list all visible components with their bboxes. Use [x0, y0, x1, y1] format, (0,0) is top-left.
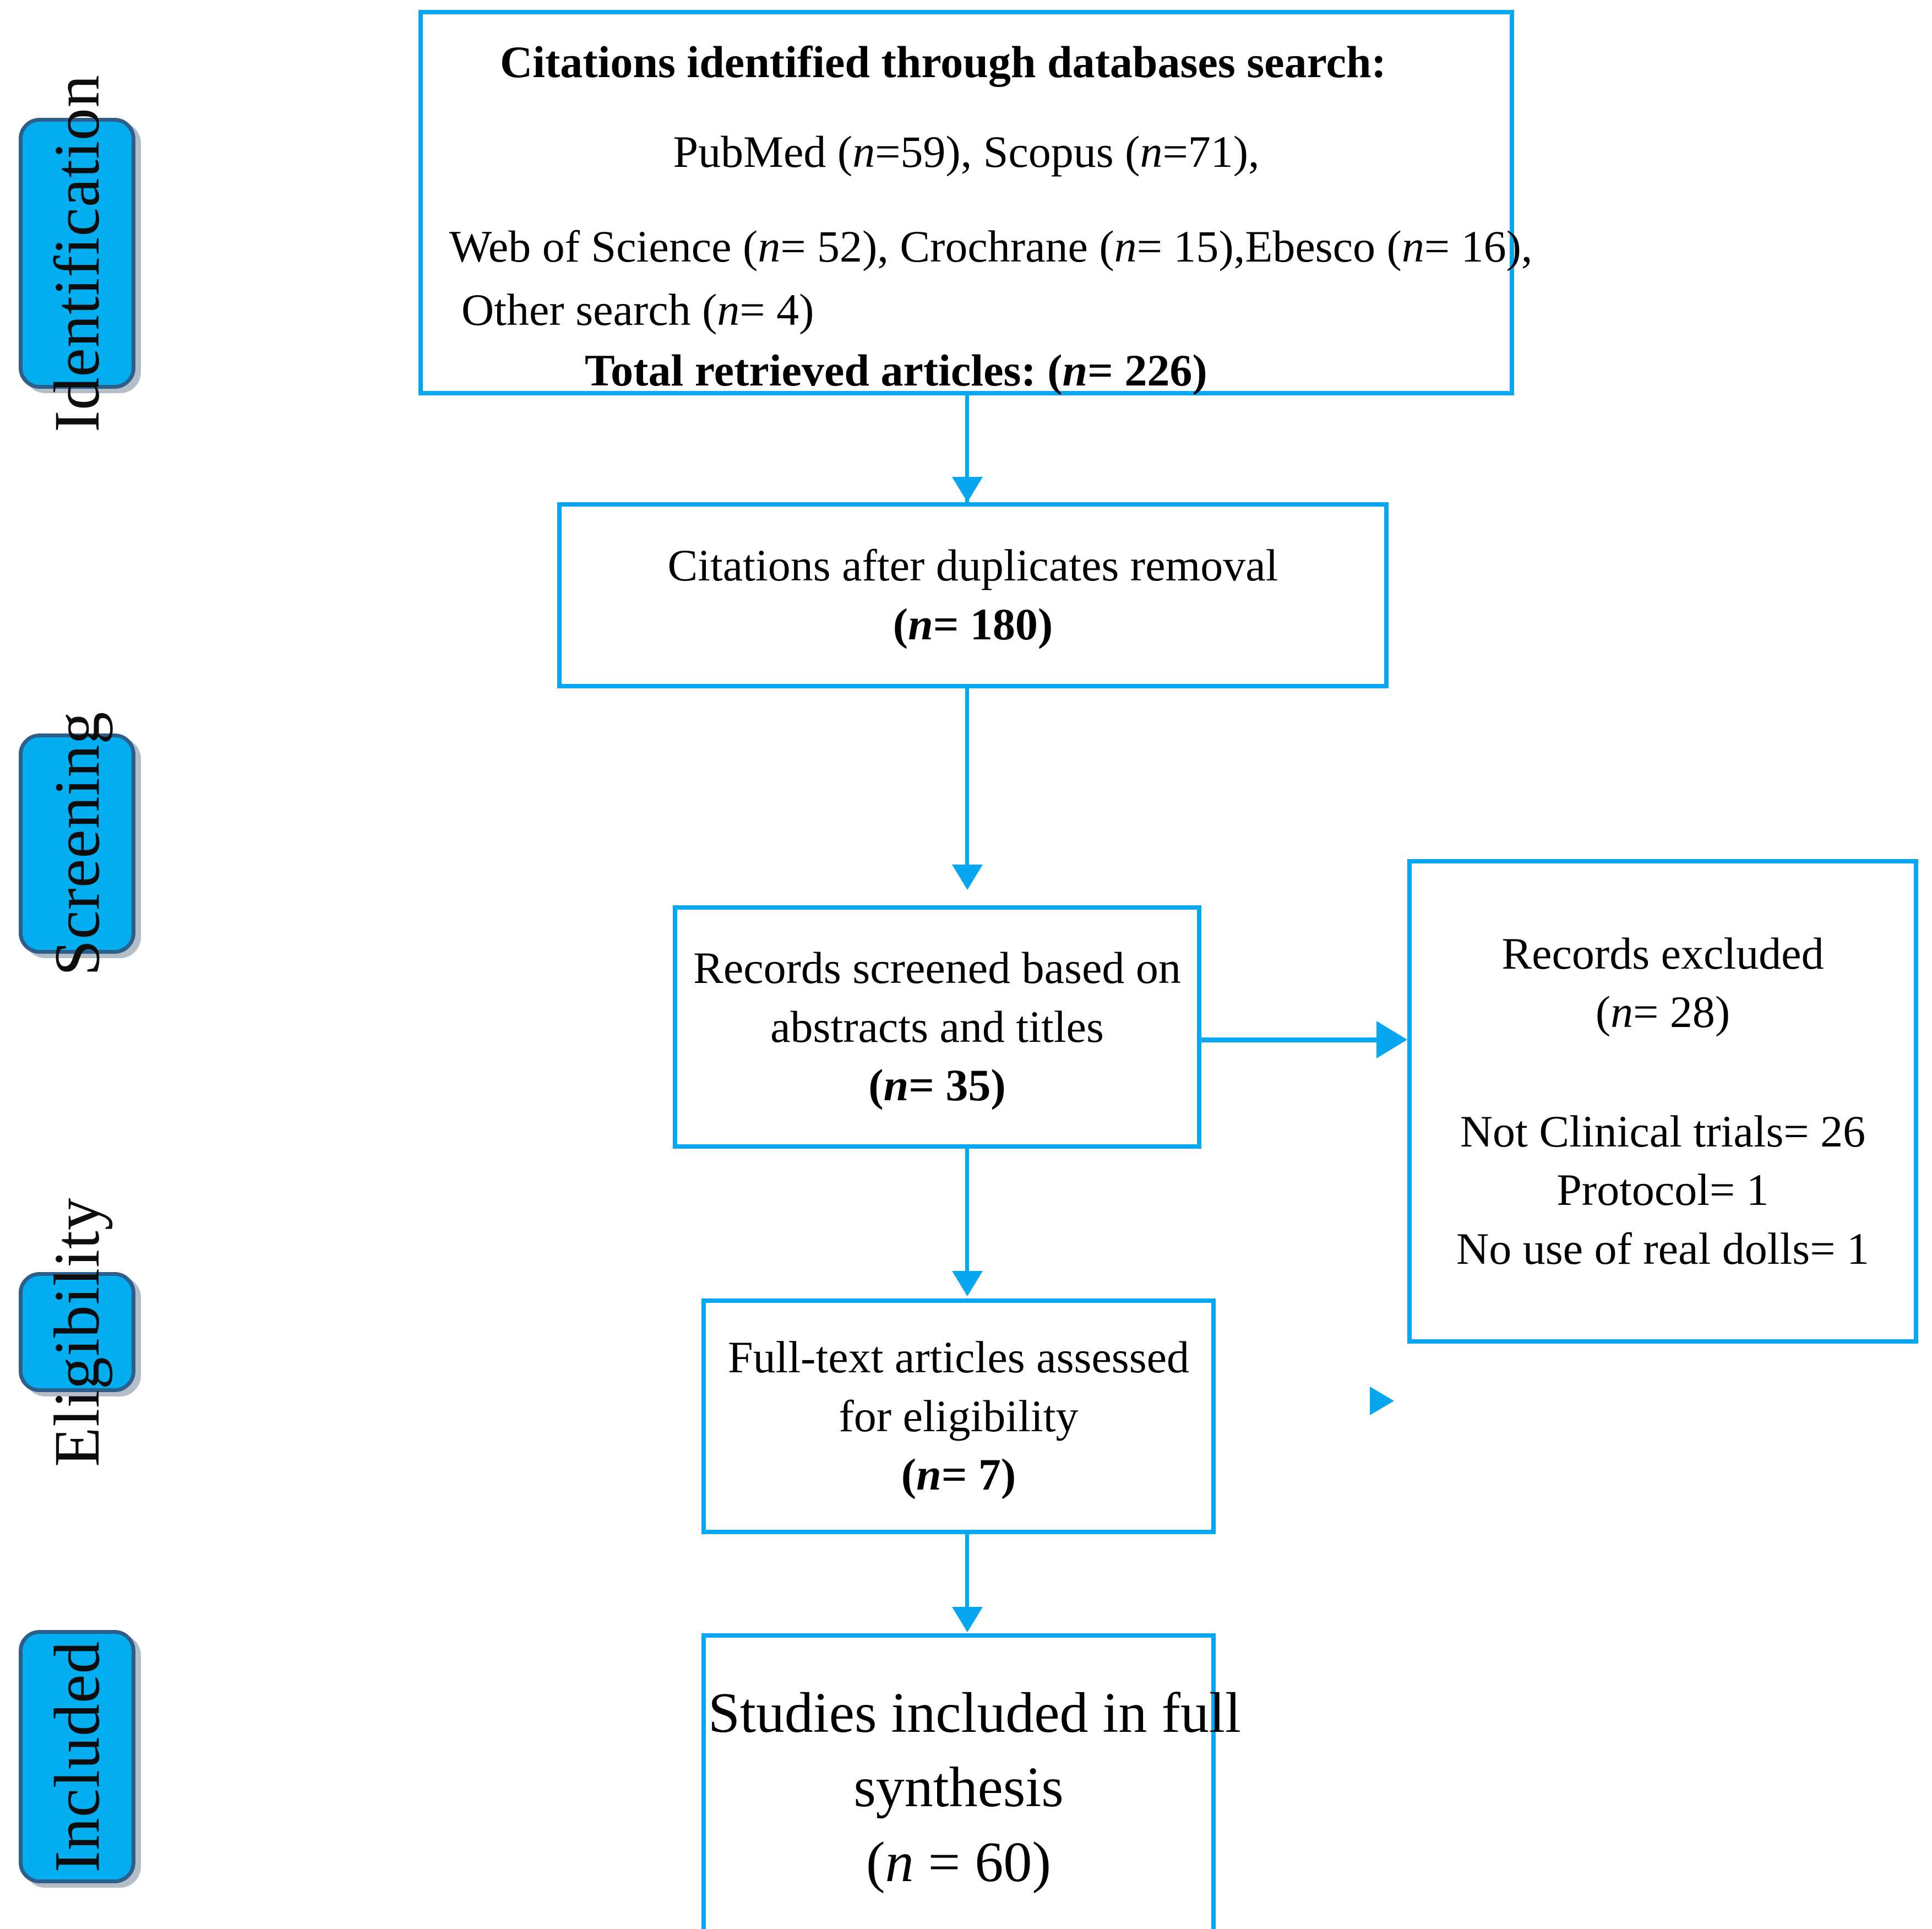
- included-line-2: synthesis: [853, 1756, 1064, 1819]
- identification-wos-cochrane-ebesco: Web of Science (n= 52), Crochrane (n= 15…: [449, 221, 1533, 272]
- phase-label-eligibility-text: Eligibility: [41, 1197, 113, 1467]
- phase-label-identification: Identification: [19, 74, 135, 432]
- identification-pubmed-scopus: PubMed (n=59), Scopus (n=71),: [673, 126, 1260, 177]
- connector-duplicates-to-screened: [965, 688, 969, 884]
- arrowhead-right-to-excluded: [1376, 1021, 1407, 1058]
- node-records-excluded: Records excluded (n= 28) Not Clinical tr…: [1407, 859, 1918, 1344]
- phase-label-included: Included: [19, 1630, 135, 1883]
- node-fulltext-assessed: Full-text articles assessed for eligibil…: [701, 1298, 1216, 1534]
- node-records-screened: Records screened based on abstracts and …: [673, 905, 1201, 1149]
- screened-count: (n= 35): [868, 1060, 1006, 1111]
- included-count: (n = 60): [866, 1830, 1051, 1894]
- phase-label-included-text: Included: [41, 1640, 113, 1873]
- phase-label-identification-text: Identification: [41, 74, 113, 432]
- excluded-line-1: Records excluded: [1501, 928, 1824, 979]
- arrowhead-down-to-duplicates: [952, 477, 983, 502]
- duplicates-line-1: Citations after duplicates removal: [667, 540, 1278, 591]
- arrowhead-down-to-included: [952, 1607, 983, 1632]
- phase-label-screening-text: Screening: [41, 711, 113, 976]
- stray-arrow-right-icon: [1370, 1387, 1394, 1415]
- connector-screened-to-fulltext: [965, 1149, 969, 1276]
- excluded-reason-not-clinical-trials: Not Clinical trials= 26: [1460, 1106, 1866, 1156]
- identification-total-retrieved: Total retrieved articles: (n= 226): [585, 345, 1207, 396]
- node-studies-included: Studies included in full synthesis (n = …: [701, 1633, 1241, 1929]
- fulltext-line-2: for eligibility: [839, 1390, 1079, 1441]
- connector-screened-to-excluded: [1201, 1037, 1381, 1042]
- identification-heading: Citations identified through databases s…: [500, 37, 1386, 87]
- arrowhead-down-to-screened: [952, 865, 983, 890]
- screened-line-1: Records screened based on: [693, 943, 1181, 993]
- phase-label-screening: Screening: [19, 711, 135, 976]
- phase-label-eligibility: Eligibility: [19, 1197, 135, 1467]
- fulltext-count: (n= 7): [901, 1449, 1016, 1500]
- excluded-spacer: [1657, 1042, 1669, 1102]
- excluded-count: (n= 28): [1595, 987, 1730, 1037]
- fulltext-line-1: Full-text articles assessed: [727, 1332, 1190, 1383]
- included-line-1: Studies included in full: [708, 1681, 1241, 1745]
- node-citations-identified: Citations identified through databases s…: [418, 10, 1533, 395]
- connector-fulltext-to-included: [965, 1534, 969, 1612]
- excluded-reason-protocol: Protocol= 1: [1557, 1165, 1769, 1215]
- excluded-reason-no-real-dolls: No use of real dolls= 1: [1456, 1223, 1869, 1274]
- arrowhead-down-to-fulltext: [952, 1271, 983, 1296]
- node-citations-after-duplicates: Citations after duplicates removal (n= 1…: [557, 502, 1389, 688]
- duplicates-count: (n= 180): [892, 599, 1053, 649]
- connector-identification-to-duplicates: [965, 395, 969, 503]
- screened-line-2: abstracts and titles: [770, 1001, 1104, 1052]
- identification-other-search: Other search (n= 4): [461, 284, 814, 335]
